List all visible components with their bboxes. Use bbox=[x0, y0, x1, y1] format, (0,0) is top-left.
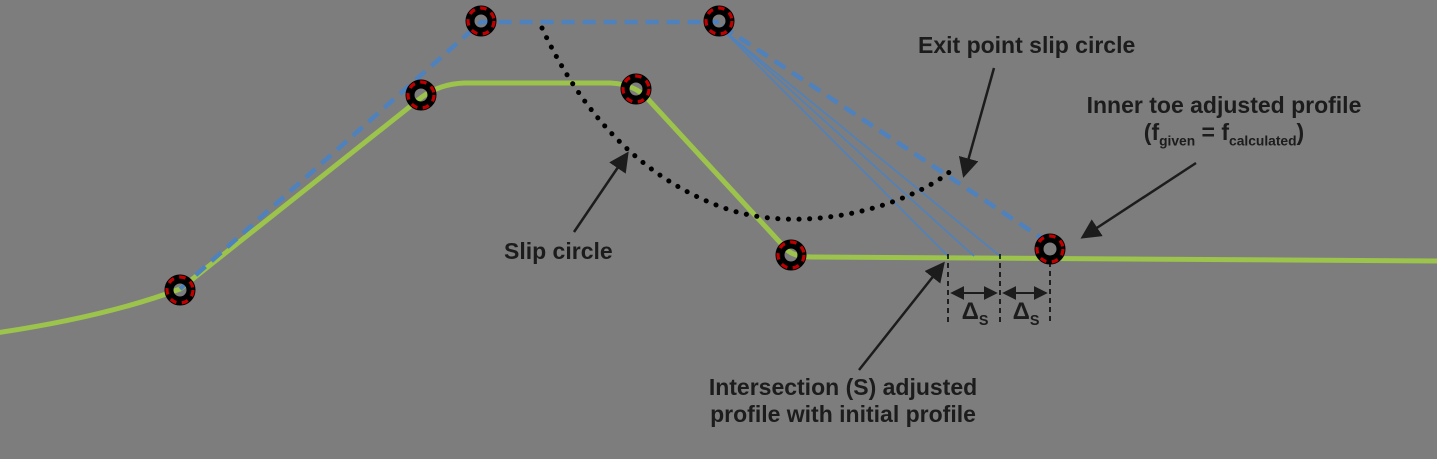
intersection-label-line2: profile with initial profile bbox=[710, 400, 976, 427]
inner-toe-label: Inner toe adjusted profile (fgiven = fca… bbox=[1068, 92, 1380, 149]
intersection-label: Intersection (S) adjusted profile with i… bbox=[688, 374, 998, 427]
profile-node-marker bbox=[1037, 236, 1063, 262]
measurement-dashed-lines bbox=[947, 254, 1051, 325]
exit-point-label: Exit point slip circle bbox=[918, 32, 1136, 58]
inner-toe-arrow bbox=[1080, 161, 1197, 239]
initial-profile-line bbox=[0, 80, 1437, 335]
exit-point-arrow bbox=[958, 67, 996, 178]
intersection-arrow bbox=[858, 261, 945, 371]
slip-circle-label: Slip circle bbox=[504, 238, 613, 264]
iteration-lines bbox=[720, 27, 1001, 257]
delta-s-left-label: ΔS bbox=[961, 298, 989, 329]
delta-s-right-label: ΔS bbox=[1012, 298, 1040, 329]
inner-toe-label-line1: Inner toe adjusted profile bbox=[1086, 92, 1362, 118]
slip-circle-arrow bbox=[572, 151, 629, 233]
intersection-label-line1: Intersection (S) adjusted bbox=[708, 374, 978, 400]
inner-toe-formula: (fgiven = fcalculated) bbox=[1143, 118, 1305, 149]
adjusted-profile-line bbox=[178, 19, 1051, 291]
